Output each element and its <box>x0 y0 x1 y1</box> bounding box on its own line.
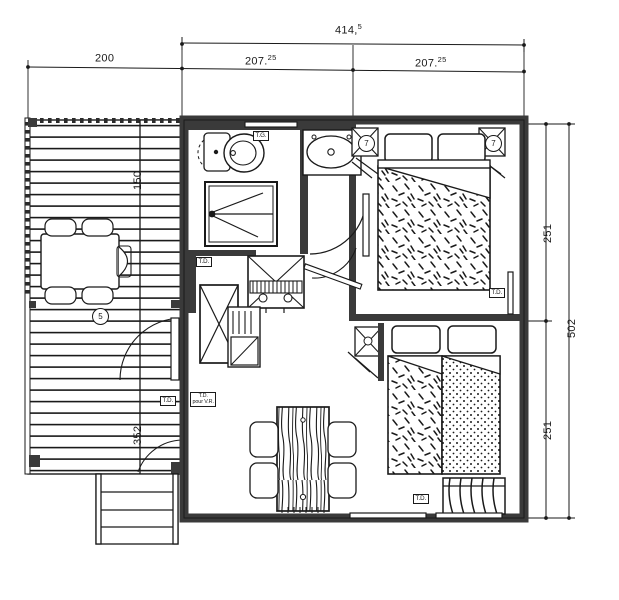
bathroom-door-panel <box>362 193 370 257</box>
dim-overall-width: 414,5 <box>335 22 363 37</box>
outdoor-chair-3 <box>44 286 77 305</box>
door-swing-terrace-lower <box>137 439 183 473</box>
dim-left-bay: 207.25 <box>245 53 277 68</box>
dining-chair-1 <box>249 421 279 458</box>
tag-bathroom-tg: T.G. <box>253 131 269 141</box>
bedroom-master-window <box>507 271 514 315</box>
terrace <box>24 117 183 545</box>
dim-overall-depth: 502 <box>566 318 578 338</box>
bedroom-master <box>351 127 514 315</box>
tag-bedroom-upper-td: T.D. <box>489 288 505 298</box>
twin-bed-left <box>387 355 443 475</box>
window-shutter-hall <box>347 323 384 381</box>
house-bottom-windows <box>349 512 503 519</box>
bathroom-door-swing2 <box>311 247 357 279</box>
tag-kitchen-td: T.D. <box>196 257 212 267</box>
wall-bedroom-master-left <box>349 124 356 318</box>
terrace-post-mid <box>29 301 36 308</box>
dim-bedroom-lower: 251 <box>542 420 554 440</box>
dim-terrace-width: 200 <box>95 52 115 65</box>
door-swing-living <box>119 317 183 381</box>
tag-line-2: pour V.R. <box>192 398 214 405</box>
wall-bedroom-twin-top <box>349 314 521 321</box>
twin-pillow-right <box>447 325 497 354</box>
dimension-lines-top <box>26 37 526 118</box>
window-bedroom-bottom <box>435 512 503 519</box>
bathroom <box>197 121 370 290</box>
shower <box>204 181 278 247</box>
terrace-railing <box>24 117 180 475</box>
dining-chair-4 <box>327 462 357 499</box>
kitchen <box>199 255 305 368</box>
dim-bedroom-upper: 251 <box>542 223 554 243</box>
bathroom-window <box>244 121 298 128</box>
tag-living-td-vr: T.D. pour V.R. <box>190 392 217 408</box>
terrace-steps <box>95 473 179 545</box>
dim-terrace-upper: 150 <box>132 170 144 190</box>
pillow-right <box>437 133 486 164</box>
outdoor-chair-5 <box>118 246 129 277</box>
tag-living-bottom-td: T.D. <box>413 494 429 504</box>
dining-table-set <box>249 406 357 513</box>
outdoor-table-set <box>40 218 132 305</box>
marker-window-7-left: 7 <box>358 135 375 152</box>
window-living-bottom <box>349 512 427 519</box>
tag-terrace-td: T.D. <box>160 396 176 406</box>
twin-pillow-left <box>391 325 441 354</box>
dining-chair-3 <box>327 421 357 458</box>
outdoor-chair-4 <box>81 286 114 305</box>
wall-kitchen-left <box>188 255 196 313</box>
outdoor-table <box>40 233 120 290</box>
tag-line-1: T.D. <box>198 392 208 399</box>
dining-chair-2 <box>249 462 279 499</box>
terrace-door-panel <box>170 317 180 381</box>
bedroom-twin <box>347 323 506 515</box>
terrace-post-bl <box>29 455 40 467</box>
twin-bed-right <box>441 355 501 475</box>
toilet <box>197 132 265 173</box>
terrace-post-right <box>171 300 180 308</box>
outdoor-chair-1 <box>44 218 77 237</box>
marker-terrace-5: 5 <box>92 308 109 325</box>
wall-bath-right <box>300 126 308 254</box>
hangers <box>448 477 498 515</box>
dim-terrace-lower: 352 <box>132 425 144 445</box>
dining-table <box>276 406 330 512</box>
marker-window-7-right: 7 <box>485 135 502 152</box>
dim-right-bay: 207.25 <box>415 55 447 70</box>
wall-bath-bottom <box>188 250 256 256</box>
washbasin <box>302 129 362 176</box>
dimension-lines-right <box>528 122 575 520</box>
pillow-left <box>384 133 433 164</box>
terrace-post-br <box>171 462 182 474</box>
outdoor-chair-2 <box>81 218 114 237</box>
